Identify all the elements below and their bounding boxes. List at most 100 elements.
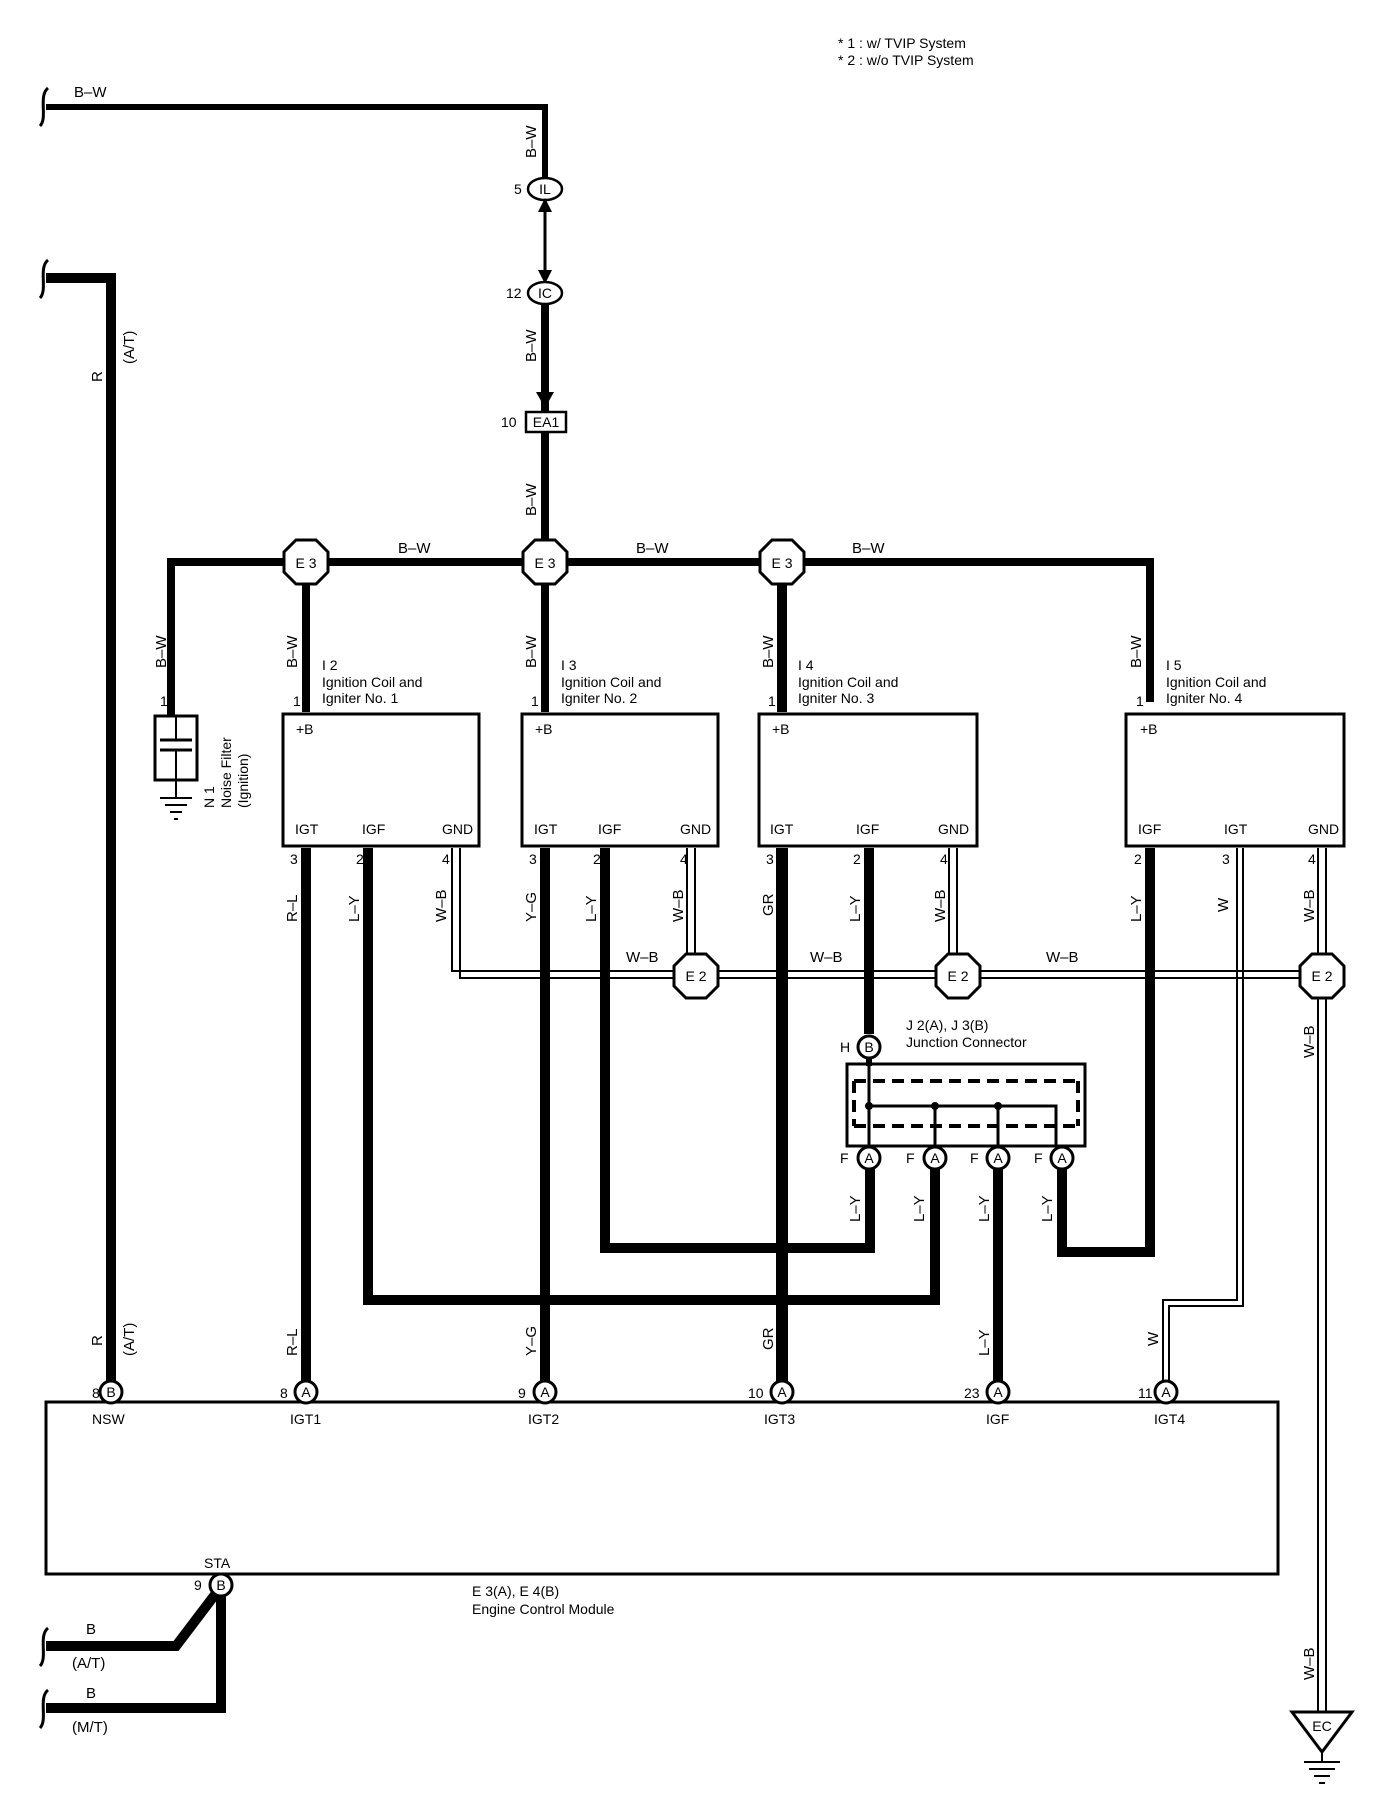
wire-label-bw: B–W: [852, 540, 885, 557]
pin-4: 4: [1308, 851, 1316, 867]
wire-wb-ground-bus: [451, 848, 1327, 1712]
i2-igf: IGF: [362, 821, 385, 837]
connector-e2-b: E 2: [934, 952, 982, 1000]
pin-1: 1: [1136, 693, 1144, 709]
wire-label-wb: W–B: [626, 949, 659, 966]
pin-9: 9: [518, 1385, 526, 1401]
wire-label-bw: B–W: [523, 635, 540, 668]
pin-2: 2: [1134, 851, 1142, 867]
i5-id: I 5: [1166, 657, 1182, 673]
pin-1: 1: [768, 693, 776, 709]
wire-label-at: (A/T): [121, 331, 138, 364]
wire-label-bw: B–W: [523, 483, 540, 516]
pin-4: 4: [940, 851, 948, 867]
connector-e3-a: E 3: [282, 538, 330, 586]
arrow-down-icon: [538, 270, 552, 284]
wire-label-wb: W–B: [932, 889, 949, 922]
connector-a-label: A: [301, 1384, 311, 1400]
ecm-igt2: IGT2: [528, 1411, 559, 1427]
noise-filter-n1: 1 N 1 Noise Filter (Ignition): [153, 693, 251, 820]
pin-9: 9: [194, 1577, 202, 1593]
i4-plus-b: +B: [772, 721, 790, 737]
arrow-up-icon: [538, 198, 552, 212]
ground-icon: [160, 797, 192, 820]
wire-label-bw: B–W: [523, 125, 540, 158]
connector-ic: IC: [526, 280, 564, 306]
ignition-coil-i3: I 3 Ignition Coil and Igniter No. 2 1 +B…: [520, 657, 720, 867]
wire-label-bw: B–W: [153, 635, 170, 668]
connector-il-label: IL: [539, 181, 551, 197]
pin-10: 10: [748, 1385, 764, 1401]
wire-label-wb: W–B: [1301, 889, 1318, 922]
wire-w-igt4: [1162, 848, 1244, 1382]
pin-2: 2: [593, 851, 601, 867]
wire-label-wb: W–B: [810, 949, 843, 966]
jc-name: Junction Connector: [906, 1034, 1027, 1050]
pin-h: H: [840, 1039, 850, 1055]
pin-f: F: [1034, 1150, 1043, 1166]
connector-ic-label: IC: [538, 285, 552, 301]
wire-label-ly: L–Y: [847, 895, 864, 922]
ecm-igf: IGF: [986, 1411, 1009, 1427]
wire-label-bw: B–W: [523, 329, 540, 362]
wire-bw-bus: [167, 558, 1154, 720]
legend-note-2: * 2 : w/o TVIP System: [838, 52, 974, 68]
connector-a-label: A: [777, 1384, 787, 1400]
i3-id: I 3: [561, 657, 577, 673]
ecm-igt4: IGT4: [1154, 1411, 1185, 1427]
ecm-igt1: IGT1: [290, 1411, 321, 1427]
ground-icon: [1304, 1761, 1340, 1784]
wire-label-ly: L–Y: [1128, 895, 1145, 922]
wire-label-at: (A/T): [121, 1323, 138, 1356]
wire-label-yg: Y–G: [523, 892, 540, 922]
ecm-nsw: NSW: [92, 1411, 125, 1427]
wire-label-wb: W–B: [433, 889, 450, 922]
i3-igniter: Igniter No. 2: [561, 690, 637, 706]
pin-1: 1: [531, 693, 539, 709]
i2-name: Ignition Coil and: [322, 674, 422, 690]
i5-igf: IGF: [1138, 821, 1161, 837]
connector-e3-label: E 3: [295, 555, 316, 571]
connector-e2-label: E 2: [1311, 968, 1332, 984]
wire-label-wb: W–B: [1301, 1647, 1318, 1680]
connector-a-label: A: [540, 1384, 550, 1400]
i4-igniter: Igniter No. 3: [798, 690, 874, 706]
i4-id: I 4: [798, 657, 814, 673]
i2-id: I 2: [322, 657, 338, 673]
connector-a-label: A: [1057, 1150, 1067, 1166]
wire-label-wb: W–B: [670, 889, 687, 922]
wire-label-w: W: [1145, 1331, 1162, 1346]
pin-8: 8: [92, 1385, 100, 1401]
i3-plus-b: +B: [535, 721, 553, 737]
i4-gnd: GND: [938, 821, 969, 837]
wire-label-bw: B–W: [1128, 635, 1145, 668]
pin-4: 4: [442, 851, 450, 867]
connector-a-label: A: [993, 1150, 1003, 1166]
pin-1: 1: [293, 693, 301, 709]
engine-control-module: 8 B NSW 8 A IGT1 9 A IGT2 10 A IGT3 23 A…: [44, 1379, 1280, 1617]
wire-labels: B–W B–W B–W B–W B–W B–W B–W B–W B–W B–W …: [72, 84, 1318, 1736]
wire-label-wb: W–B: [1046, 949, 1079, 966]
pin-3: 3: [1222, 851, 1230, 867]
n1-sub: (Ignition): [235, 754, 251, 808]
wire-label-bw: B–W: [636, 540, 669, 557]
wire-label-r: R: [89, 1335, 106, 1346]
connector-e2-label: E 2: [947, 968, 968, 984]
pin-3: 3: [290, 851, 298, 867]
wire-label-rl: R–L: [284, 894, 301, 922]
legend-note-1: * 1 : w/ TVIP System: [838, 35, 966, 51]
wire-label-ly: L–Y: [847, 1195, 864, 1222]
connector-a-label: A: [993, 1384, 1003, 1400]
wire-label-rl: R–L: [284, 1328, 301, 1356]
wire-label-bw: B–W: [760, 635, 777, 668]
pin-f: F: [840, 1150, 849, 1166]
wire-label-bw: B–W: [284, 635, 301, 668]
connector-e3-c: E 3: [758, 538, 806, 586]
pin-3: 3: [766, 851, 774, 867]
ground-ec: EC: [1289, 1710, 1355, 1784]
wire-label-gr: GR: [760, 893, 777, 916]
connector-b-label: B: [216, 1577, 225, 1593]
ignition-coil-i2: I 2 Ignition Coil and Igniter No. 1 1 +B…: [281, 657, 481, 867]
wire-label-ly: L–Y: [976, 1329, 993, 1356]
wire-label-r: R: [89, 371, 106, 382]
